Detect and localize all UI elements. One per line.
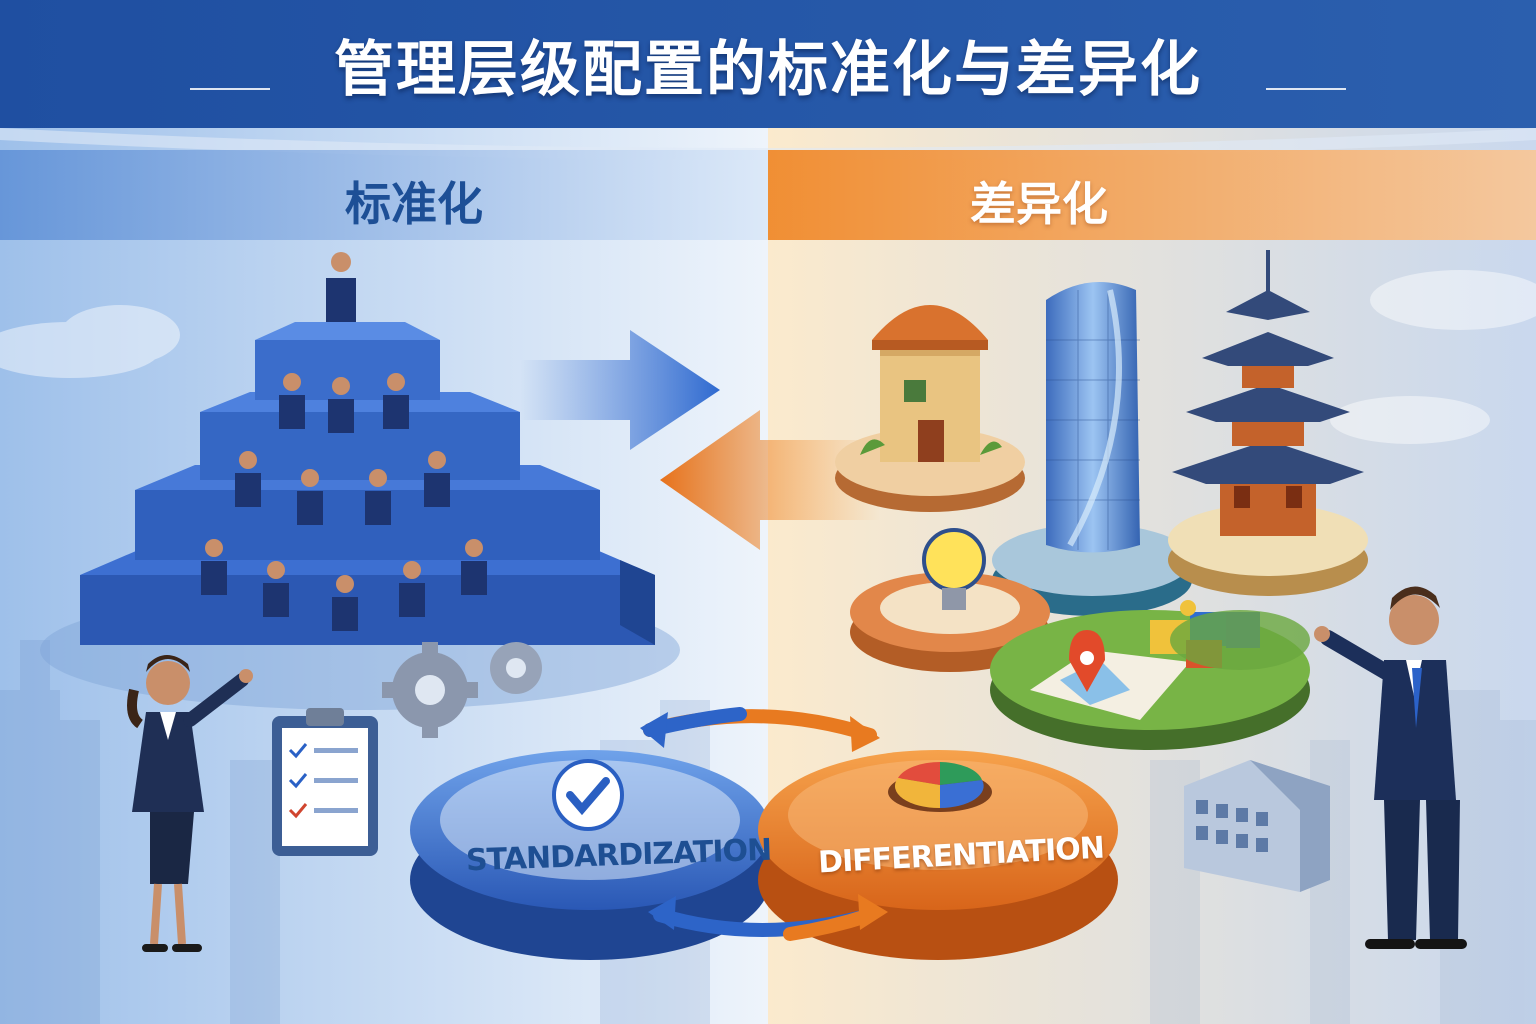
cycle-arrows-icon (520, 330, 880, 550)
gear-icon (382, 642, 542, 738)
differentiation-heading: 差异化 (970, 177, 1108, 231)
clouds (0, 270, 1536, 444)
domed-building-icon (835, 305, 1025, 512)
standardization-heading: 标准化 (345, 177, 483, 231)
checkmark-icon (552, 759, 624, 831)
checklist-clipboard-icon (272, 708, 378, 856)
pagoda-icon (1168, 250, 1368, 596)
pie-chart-icon (888, 762, 992, 812)
title-bar: 管理层级配置的标准化与差异化 (0, 0, 1536, 128)
standard-header-band (0, 150, 768, 240)
title-rule-left (190, 88, 270, 90)
pyramid-hierarchy-icon (40, 252, 680, 710)
page-title: 管理层级配置的标准化与差异化 (334, 34, 1202, 105)
businessman-presenter (1314, 586, 1467, 949)
differentiation-header-band (768, 150, 1536, 240)
businesswoman-presenter (127, 655, 253, 952)
title-rule-right (1266, 88, 1346, 90)
office-building-icon (1184, 760, 1330, 892)
title-band (0, 0, 1536, 128)
lightbulb-icon (850, 528, 1050, 672)
skyscraper-icon (992, 282, 1192, 616)
